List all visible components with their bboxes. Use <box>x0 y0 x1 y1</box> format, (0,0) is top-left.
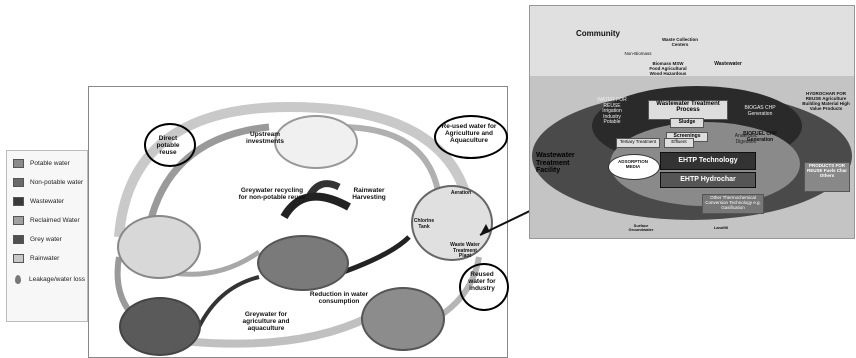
ehtp-hydrochar-box: EHTP Hydrochar <box>660 172 756 188</box>
water-cycle-diagram: Direct potable reuse Upstream investment… <box>88 86 509 358</box>
community-band <box>530 6 854 76</box>
legend: Potable water Non-potable water Wastewat… <box>6 150 88 322</box>
biomass-label: Biomass MSW Food Agricultural Wood Hazar… <box>649 61 687 76</box>
ehtp-technology-box: EHTP Technology <box>660 152 756 170</box>
industry-circle <box>361 287 445 351</box>
adsorption-label: ADSORPTION MEDIA <box>617 159 648 169</box>
biofuel-label: BIOFUEL CHP Generation <box>743 131 777 143</box>
biogas-label: BIOGAS CHP Generation <box>744 105 776 117</box>
reused-agri-label: Re-used water for Agriculture and Aquacu… <box>441 123 497 145</box>
facility-label: Wastewater Treatment Facility <box>536 152 575 175</box>
non-biomass-label: Non-Biomass <box>624 51 652 56</box>
sludge-box: Sludge <box>670 118 704 128</box>
tertiary-box: Tertiary Treatment <box>616 138 660 148</box>
legend-item: Grey water <box>13 235 62 244</box>
direct-potable-label: Direct potable reuse <box>156 135 180 157</box>
other-thermo-box: Other Thermochemical Conversion Technolo… <box>702 194 764 214</box>
effluent-box: Effluent <box>664 138 694 148</box>
landfill-label: Landfill <box>713 225 729 230</box>
reduction-label: Reduction in water consumption <box>309 291 369 306</box>
products-box: PRODUCTS FOR REUSE Fuels Char Others <box>804 162 850 192</box>
treatment-plant-circle <box>411 185 493 261</box>
reused-industry-label: Reused water for industry <box>468 271 496 293</box>
aeration-label: Aeration <box>450 190 472 196</box>
hydrochar-reuse-label: HYDROCHAR FOR REUSE Agriculture Building… <box>802 91 850 111</box>
surface-label: Surface Groundwater <box>628 223 654 233</box>
upstream-label: Upstream investments <box>246 131 284 146</box>
ehtp-diagram: Community Waste Collection Centers Non-B… <box>529 5 855 239</box>
city-circle <box>257 235 349 291</box>
community-label: Community <box>576 29 620 38</box>
rain-cloud-circle <box>274 115 358 169</box>
anaerobic-label: Anaerobic Digestion <box>734 133 758 145</box>
wwt-process-box: Wastewater Treatment Process <box>648 100 728 120</box>
agriculture-circle <box>119 297 201 356</box>
legend-item: Potable water <box>13 159 70 168</box>
greywater-recycling-label: Greywater recycling for non-potable reus… <box>238 187 306 202</box>
legend-item: Rainwater <box>13 254 59 263</box>
waste-collection-label: Waste Collection Centers <box>661 37 699 47</box>
greywater-agri-label: Greywater for agriculture and aquacultur… <box>242 311 290 333</box>
direct-potable-oval <box>144 123 196 167</box>
adsorption-oval <box>608 154 660 180</box>
water-plant-circle <box>117 215 201 279</box>
legend-item: Leakage/water loss <box>13 275 85 284</box>
legend-item: Reclaimed Water <box>13 216 80 225</box>
reused-agri-oval <box>434 115 508 159</box>
legend-item: Non-potable water <box>13 178 83 187</box>
chlorine-label: Chlorine Tank <box>413 218 435 230</box>
wastewater-label: Wastewater <box>714 61 742 67</box>
rainwater-label: Rainwater Harvesting <box>352 187 386 202</box>
legend-item: Wastewater <box>13 197 64 206</box>
wwtp-label: Waste Water Treatment Plant <box>450 242 480 259</box>
water-for-reuse-label: WATER FOR REUSE Irrigation Industry Pota… <box>597 97 627 125</box>
reused-industry-oval <box>459 263 509 311</box>
